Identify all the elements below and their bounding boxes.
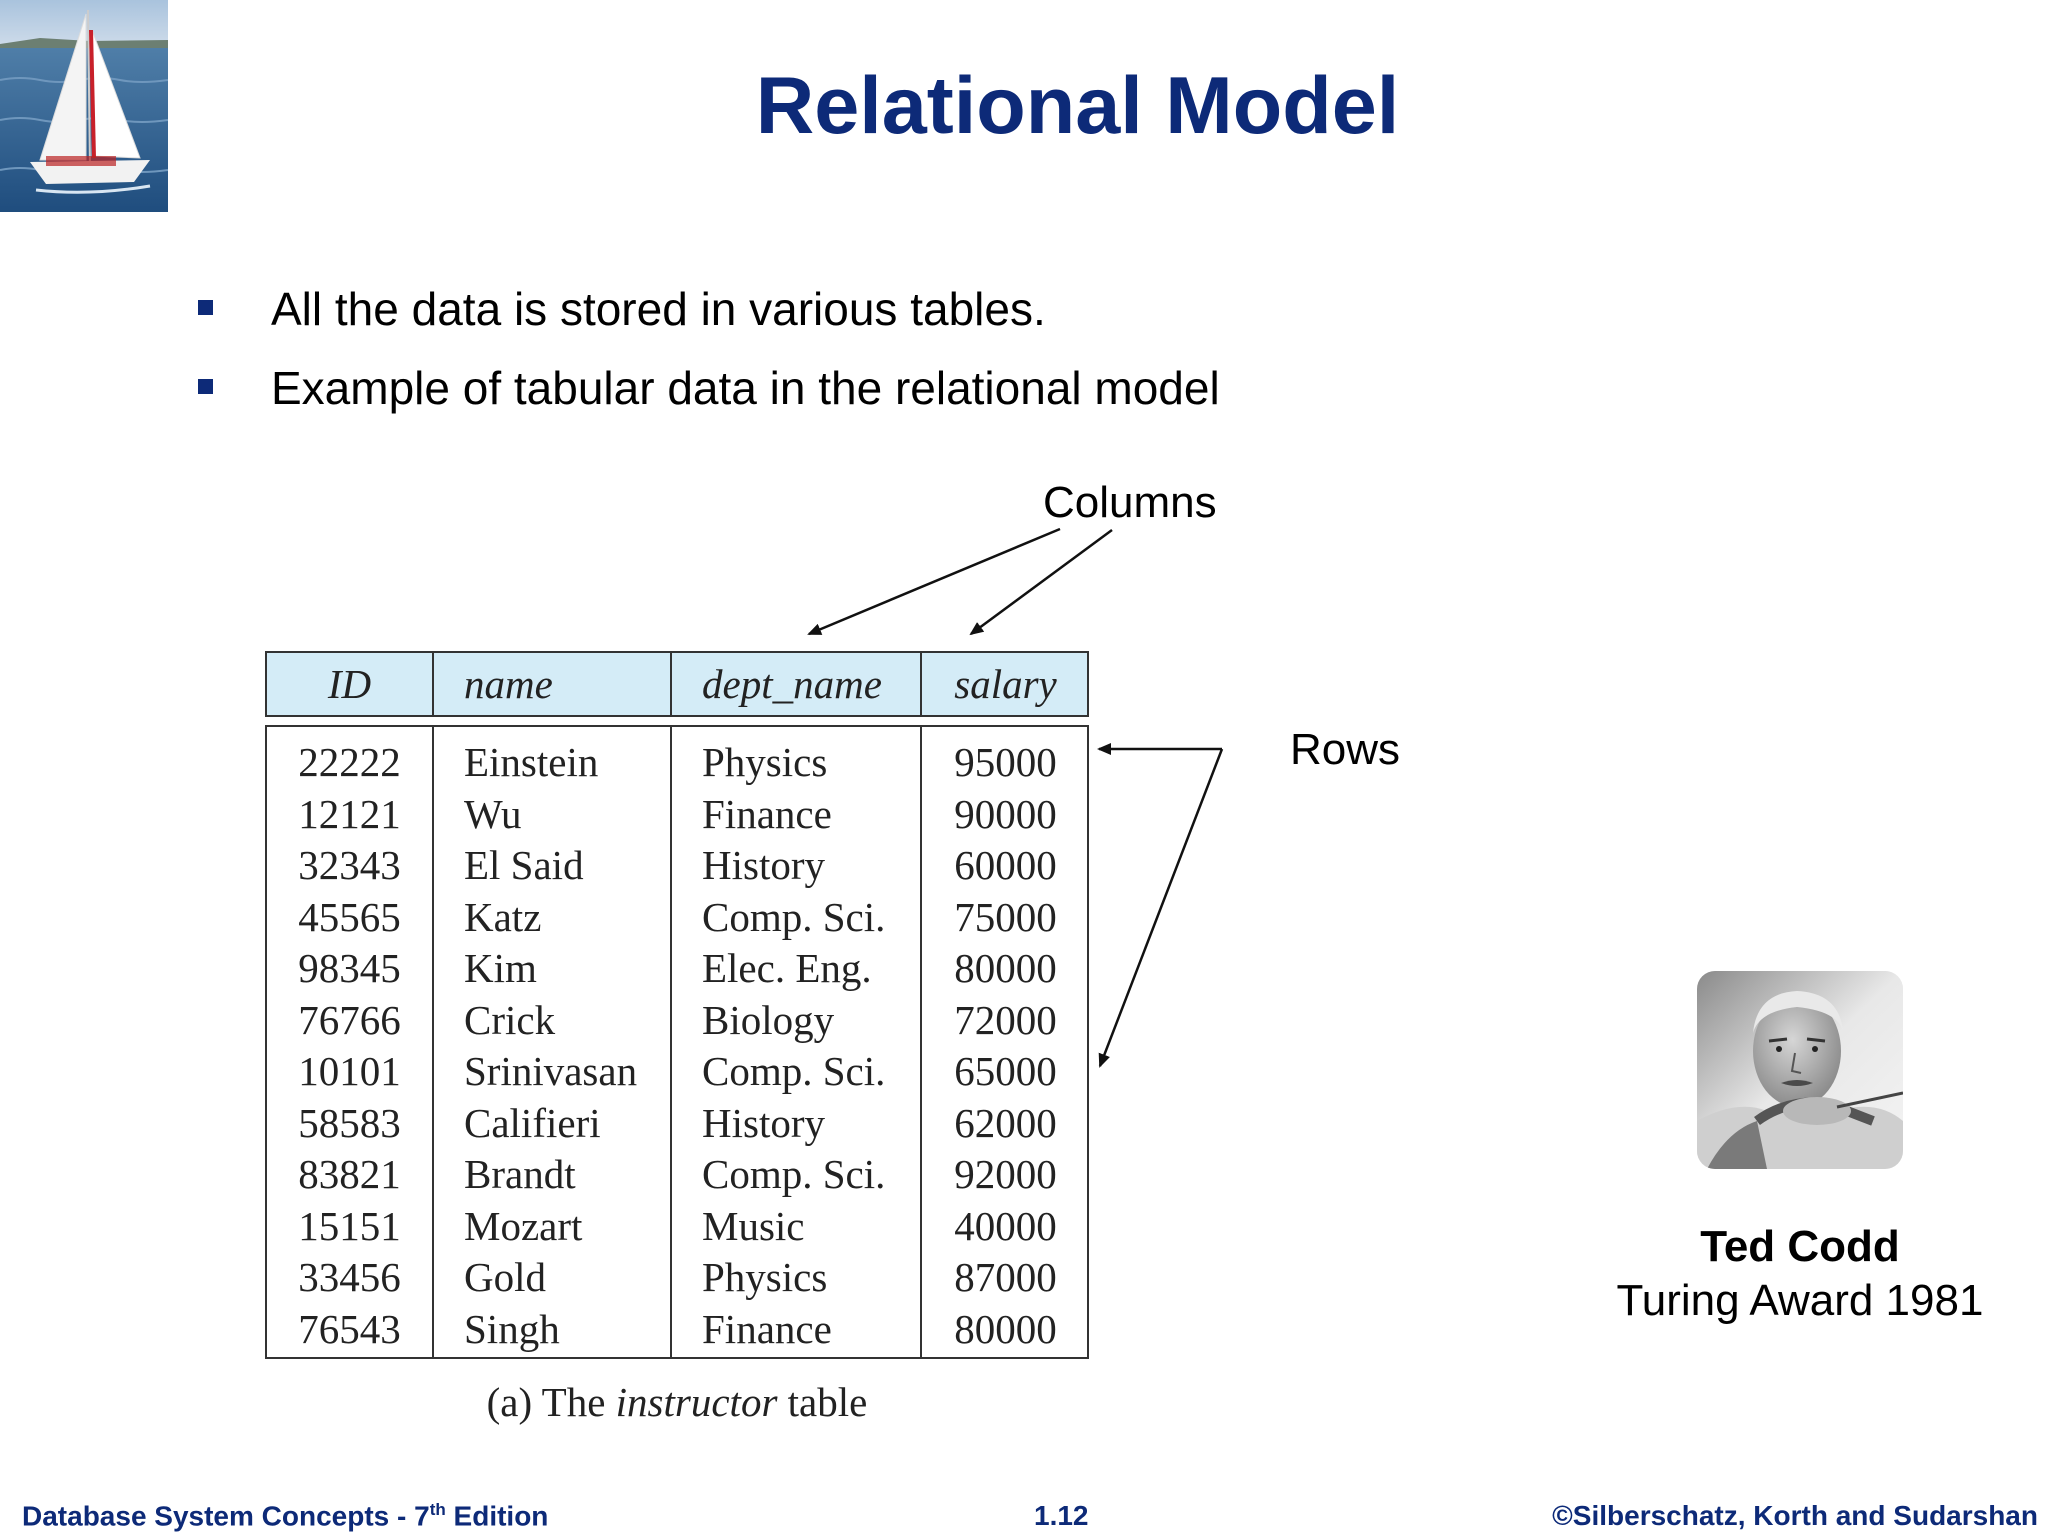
table-cell: Elec. Eng. — [702, 945, 872, 991]
table-cell: Califieri — [464, 1099, 601, 1146]
rows-arrow — [1098, 748, 1224, 1068]
footer-book-suffix: Edition — [445, 1500, 549, 1532]
table-cell: History — [702, 842, 825, 888]
table-cell: Physics — [702, 739, 828, 785]
table-cell: Music — [702, 1202, 805, 1249]
footer-copyright: ©Silberschatz, Korth and Sudarshan — [1552, 1500, 2038, 1531]
salary-column: 95000 90000 60000 75000 80000 72000 65000 62000… — [922, 737, 1089, 1355]
table-cell: Katz — [464, 893, 542, 940]
table-cell: 45565 — [298, 893, 401, 940]
table-cell: 58583 — [298, 1099, 401, 1146]
bullet-text: Example of tabular data in the relationa… — [271, 362, 1220, 414]
square-bullet-icon — [198, 300, 213, 315]
table-cell: 60000 — [954, 842, 1057, 888]
table-cell: Biology — [702, 996, 835, 1043]
slide-title: Relational Model — [755, 61, 1400, 151]
table-cell: 65000 — [954, 1048, 1057, 1094]
table-cell: 12121 — [298, 790, 401, 837]
table-cell: Singh — [464, 1305, 560, 1352]
table-cell: 83821 — [298, 1151, 401, 1197]
columns-arrow — [807, 527, 1061, 636]
footer-book-prefix: Database System Concepts - 7 — [22, 1500, 430, 1532]
table-cell: 92000 — [954, 1151, 1057, 1197]
header-name: name — [464, 661, 553, 707]
caption-table-name: instructor — [615, 1379, 778, 1425]
table-cell: 90000 — [954, 790, 1057, 837]
table-cell: 62000 — [954, 1099, 1057, 1146]
table-cell: Comp. Sci. — [702, 1151, 886, 1197]
person-name: Ted Codd — [1700, 1222, 1900, 1271]
table-header-row: ID name dept_name salary — [265, 651, 1089, 717]
table-cell: 32343 — [298, 842, 401, 888]
caption-suffix: table — [777, 1379, 868, 1425]
id-column: 22222 12121 32343 45565 98345 76766 10101 58583… — [267, 737, 432, 1355]
table-cell: Srinivasan — [464, 1048, 638, 1094]
header-salary: salary — [954, 661, 1057, 707]
table-cell: 87000 — [954, 1254, 1057, 1300]
table-cell: 33456 — [298, 1254, 401, 1300]
table-cell: 72000 — [954, 996, 1057, 1043]
table-cell: Mozart — [464, 1202, 583, 1249]
table-cell: Gold — [464, 1254, 546, 1300]
table-cell: 40000 — [954, 1202, 1057, 1249]
table-cell: History — [702, 1099, 825, 1146]
table-cell: 76766 — [298, 996, 401, 1043]
table-cell: 95000 — [954, 739, 1057, 785]
columns-arrow — [969, 528, 1113, 636]
table-cell: 98345 — [298, 945, 401, 991]
table-cell: El Said — [464, 842, 584, 888]
table-cell: 76543 — [298, 1305, 401, 1352]
table-cell: 75000 — [954, 893, 1057, 940]
table-body: 22222 12121 32343 45565 98345 76766 10101 58583… — [265, 725, 1089, 1359]
table-cell: Physics — [702, 1254, 828, 1300]
table-cell: Finance — [702, 790, 832, 837]
rows-label: Rows — [1290, 725, 1401, 774]
table-cell: Kim — [464, 945, 537, 991]
table-cell: Einstein — [464, 739, 599, 785]
table-cell: 80000 — [954, 1305, 1057, 1352]
columns-label: Columns — [1043, 478, 1217, 527]
table-cell: Crick — [464, 996, 556, 1043]
portrait-photo-icon — [1697, 971, 1903, 1169]
person-award: Turing Award 1981 — [1616, 1276, 1984, 1325]
sailboat-logo-icon — [0, 0, 168, 212]
square-bullet-icon — [198, 379, 213, 394]
table-cell: Wu — [464, 790, 522, 837]
footer-book-sup: th — [429, 1500, 446, 1519]
footer-book-title: Database System Concepts - 7th Edition — [22, 1500, 548, 1532]
table-cell: Comp. Sci. — [702, 893, 886, 940]
footer-page-number: 1.12 — [1034, 1500, 1089, 1531]
table-cell: Comp. Sci. — [702, 1048, 886, 1094]
table-cell: Finance — [702, 1305, 832, 1352]
table-cell: 80000 — [954, 945, 1057, 991]
table-cell: 10101 — [298, 1048, 401, 1094]
header-dept-name: dept_name — [702, 661, 882, 707]
table-caption: (a) The instructor table — [265, 1378, 1089, 1426]
caption-prefix: (a) The — [486, 1379, 616, 1425]
bullet-text: All the data is stored in various tables… — [271, 283, 1046, 335]
table-cell: 22222 — [298, 739, 401, 785]
table-cell: 15151 — [298, 1202, 401, 1249]
header-id: ID — [327, 661, 372, 707]
table-cell: Brandt — [464, 1151, 576, 1197]
